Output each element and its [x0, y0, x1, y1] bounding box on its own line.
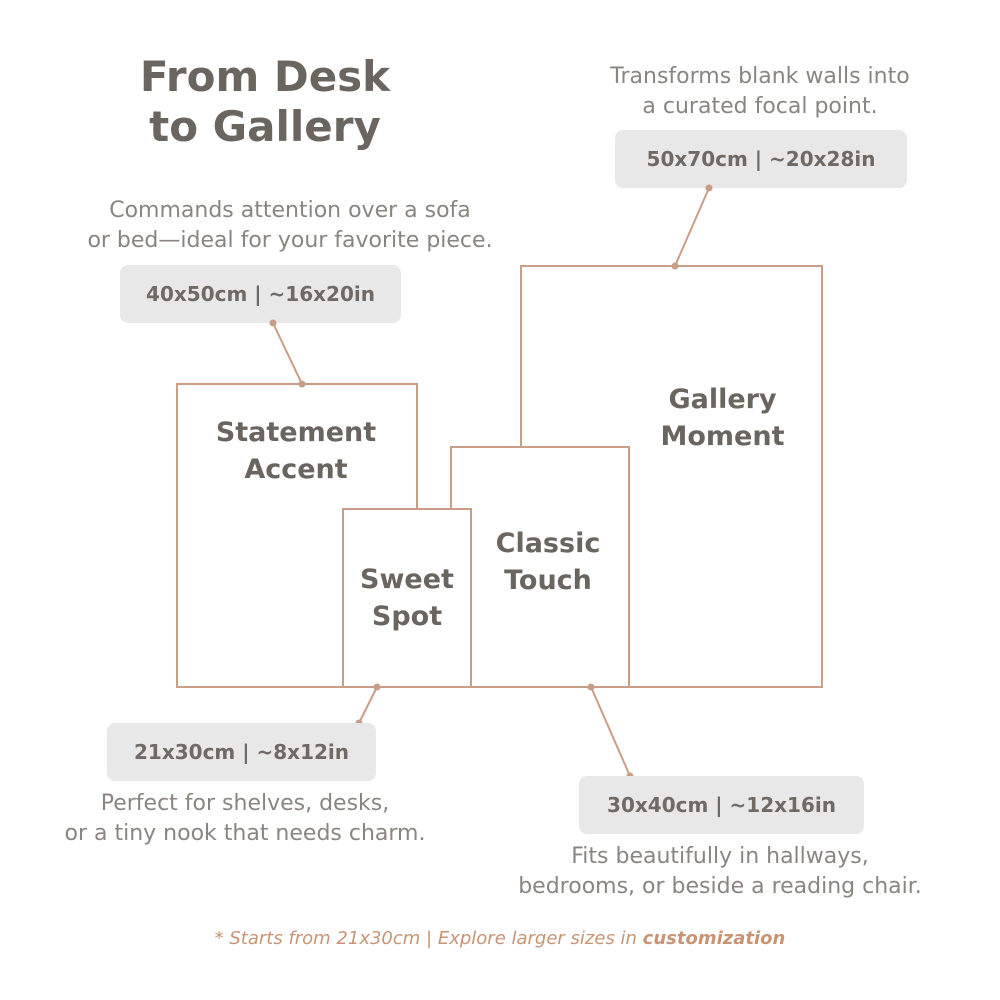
footnote: * Starts from 21x30cm | Explore larger s… — [0, 928, 1000, 949]
sweet-spot-dimension-badge: 21x30cm | ~8x12in — [107, 723, 376, 781]
sweet-spot-connector — [358, 686, 378, 724]
gallery-moment-connector-dot-bottom — [671, 262, 679, 270]
sweet-spot-description: Perfect for shelves, desks, or a tiny no… — [64, 791, 426, 846]
gallery-moment-label: Gallery Moment — [660, 384, 785, 452]
statement-accent-connector-dot-bottom — [298, 380, 306, 388]
statement-accent-connector-dot-top — [269, 319, 277, 327]
gallery-moment-dimension-badge: 50x70cm | ~20x28in — [615, 130, 907, 188]
statement-accent-description: Commands attention over a sofa or bed—id… — [87, 198, 493, 253]
statement-accent-dimension-badge: 40x50cm | ~16x20in — [120, 265, 401, 323]
classic-touch-connector — [590, 686, 631, 777]
statement-accent-label: Statement Accent — [215, 417, 377, 485]
title-line-1: From Desk — [139, 52, 391, 101]
page-title: From Desk to Gallery — [100, 52, 430, 152]
classic-touch-description: Fits beautifully in hallways, bedrooms, … — [518, 844, 922, 899]
gallery-moment-frame — [520, 265, 823, 688]
classic-touch-dimension-badge: 30x40cm | ~12x16in — [579, 776, 864, 834]
gallery-moment-connector-dot-top — [705, 184, 713, 192]
sweet-spot-frame — [342, 508, 472, 688]
title-line-2: to Gallery — [149, 102, 381, 151]
customization-link[interactable]: customization — [642, 928, 786, 949]
classic-touch-connector-dot-top — [587, 683, 595, 691]
gallery-moment-description: Transforms blank walls into a curated fo… — [610, 64, 910, 119]
classic-touch-label: Classic Touch — [495, 528, 601, 596]
statement-accent-connector — [272, 322, 303, 385]
gallery-moment-connector — [674, 187, 710, 267]
sweet-spot-connector-dot-top — [373, 683, 381, 691]
statement-accent-frame — [176, 383, 418, 688]
footnote-text: * Starts from 21x30cm | Explore larger s… — [214, 928, 643, 949]
sweet-spot-label: Sweet Spot — [360, 564, 454, 632]
